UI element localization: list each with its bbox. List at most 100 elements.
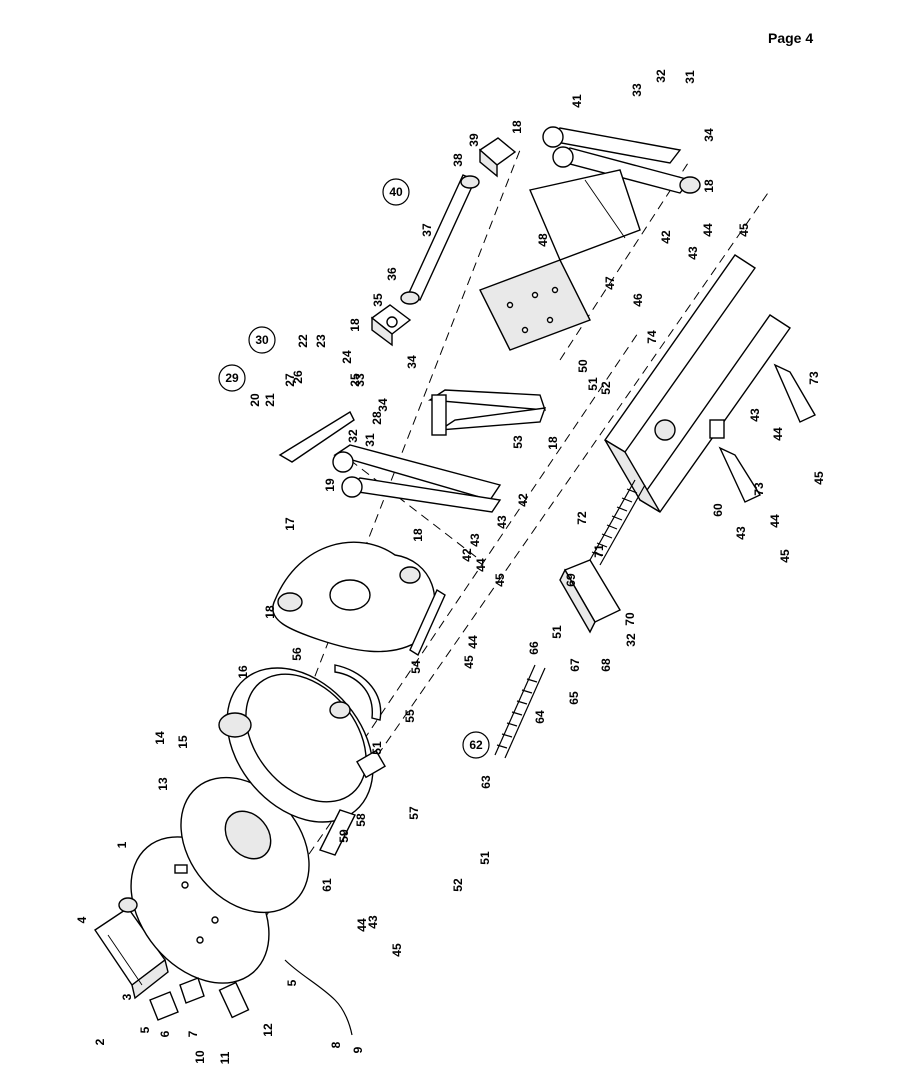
part-number-label: 7	[186, 1030, 200, 1037]
part-number-label: 38	[451, 153, 465, 167]
part-number-label: 27	[283, 373, 297, 387]
part-number-label: 32	[624, 633, 638, 647]
part-number-label: 56	[290, 647, 304, 661]
part-number-label: 1	[115, 841, 129, 848]
part-number-label: 25	[348, 373, 362, 387]
part-number-label: 13	[156, 777, 170, 791]
part-number-label: 5	[285, 979, 299, 986]
part-number-label: 9	[351, 1046, 365, 1053]
part-number-label: 51	[478, 851, 492, 865]
callout-44b: 44	[466, 635, 480, 649]
part-number-label: 44	[768, 514, 782, 528]
callout-58: 58	[354, 813, 368, 827]
callout-34c: 34	[702, 128, 716, 142]
callout-8: 8	[329, 1041, 343, 1048]
callout-39: 39	[467, 133, 481, 147]
rod-54	[409, 588, 446, 657]
part-number-label: 5	[138, 1026, 152, 1033]
callout-37: 37	[420, 223, 434, 237]
callout-28: 28	[370, 411, 384, 425]
callout-14: 14	[153, 731, 167, 745]
part-number-label: 29	[225, 371, 239, 385]
callout-50: 50	[576, 359, 590, 373]
callout-15: 15	[176, 735, 190, 749]
callout-44a: 44	[474, 558, 488, 572]
callout-44c: 44	[701, 223, 715, 237]
part-number-label: 32	[654, 69, 668, 83]
part-number-label: 24	[340, 350, 354, 364]
part-number-label: 71	[592, 544, 606, 558]
part-number-label: 47	[603, 276, 617, 290]
callout-45b: 45	[462, 655, 476, 669]
part-number-label: 51	[370, 741, 384, 755]
part-number-label: 65	[567, 691, 581, 705]
part-number-label: 18	[263, 605, 277, 619]
callout-18a: 18	[263, 605, 277, 619]
callout-65: 65	[567, 691, 581, 705]
callout-1: 1	[115, 841, 129, 848]
frame-74	[603, 254, 791, 513]
callout-circle	[248, 326, 276, 354]
block-35	[370, 304, 412, 347]
part-number-label: 42	[460, 548, 474, 562]
part-number-label: 45	[812, 471, 826, 485]
callout-46: 46	[631, 293, 645, 307]
part-number-label: 40	[389, 185, 403, 199]
callout-32a: 32	[346, 429, 360, 443]
callout-34a: 34	[376, 398, 390, 412]
callout-9: 9	[351, 1046, 365, 1053]
callout-31a: 31	[363, 433, 377, 447]
part-number-label: 2	[93, 1038, 107, 1045]
part-number-label: 14	[153, 731, 167, 745]
part-number-label: 33	[353, 373, 367, 387]
callout-45c: 45	[737, 223, 751, 237]
callout-4: 4	[75, 916, 89, 923]
part-number-label: 53	[511, 435, 525, 449]
part-number-label: 31	[683, 70, 697, 84]
callout-30: 30	[248, 326, 276, 354]
callout-43d: 43	[748, 408, 762, 422]
callout-73a: 73	[807, 371, 821, 385]
callout-54: 54	[409, 660, 423, 674]
part-number-label: 23	[314, 334, 328, 348]
part-number-label: 37	[420, 223, 434, 237]
callout-26: 26	[291, 370, 305, 384]
arm-19	[332, 444, 502, 513]
callout-60: 60	[711, 503, 725, 517]
callout-52b: 52	[451, 878, 465, 892]
callout-18b: 18	[411, 528, 425, 542]
part-number-label: 34	[405, 355, 419, 369]
callout-38: 38	[451, 153, 465, 167]
link-27	[278, 411, 355, 463]
callout-18c: 18	[348, 318, 362, 332]
part-number-label: 44	[701, 223, 715, 237]
callout-43a: 43	[468, 533, 482, 547]
callout-33a: 33	[353, 373, 367, 387]
callout-47: 47	[603, 276, 617, 290]
callout-circle	[382, 178, 410, 206]
callout-22: 22	[296, 334, 310, 348]
part-number-label: 44	[355, 918, 369, 932]
callout-44d: 44	[771, 427, 785, 441]
part-number-label: 74	[645, 330, 659, 344]
part-number-label: 18	[510, 120, 524, 134]
part-number-label: 11	[218, 1051, 232, 1064]
arm-41	[542, 126, 701, 194]
callout-67: 67	[568, 658, 582, 672]
part-number-label: 21	[263, 393, 277, 407]
callout-5b: 5	[285, 979, 299, 986]
part-number-label: 12	[261, 1023, 275, 1037]
spring-72	[589, 479, 646, 566]
part-number-label: 45	[778, 549, 792, 563]
callout-27: 27	[283, 373, 297, 387]
part-number-label: 22	[296, 334, 310, 348]
part-number-label: 54	[409, 660, 423, 674]
part-number-label: 4	[75, 916, 89, 923]
callout-45e: 45	[778, 549, 792, 563]
part-number-label: 26	[291, 370, 305, 384]
part-number-label: 51	[550, 625, 564, 639]
callout-36: 36	[385, 267, 399, 281]
part-number-label: 43	[366, 915, 380, 929]
